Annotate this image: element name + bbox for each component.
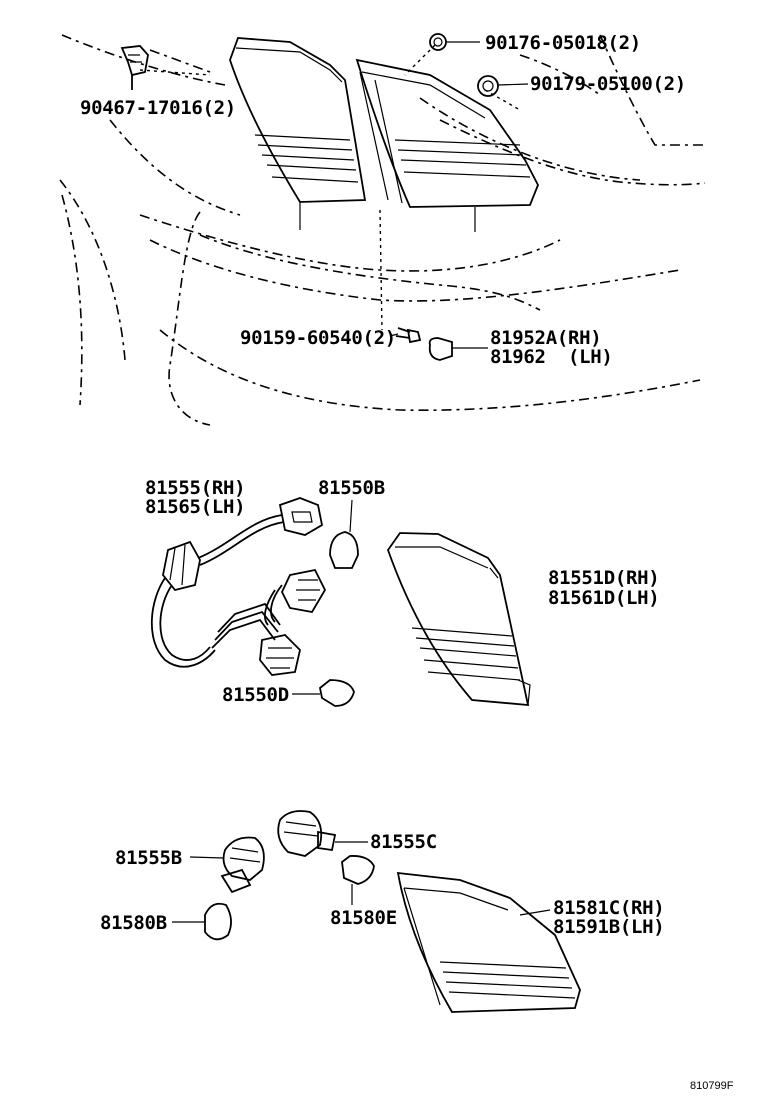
socket-81555c — [277, 810, 368, 857]
label-81555b: 81555B — [115, 847, 182, 869]
clip-90467 — [120, 45, 149, 90]
grommet-90179 — [477, 75, 529, 97]
label-90467-17016: 90467-17016(2) — [80, 97, 236, 119]
label-81581c: 81581C(RH) — [553, 897, 665, 919]
label-81555c: 81555C — [370, 831, 437, 853]
lamp-81551d — [386, 532, 531, 707]
vehicle-body-outline — [59, 34, 706, 426]
label-81551d: 81551D(RH) — [548, 567, 660, 589]
label-81565: 81565(LH) — [145, 496, 246, 518]
label-90176-05018: 90176-05018(2) — [485, 32, 641, 54]
label-81555: 81555(RH) — [145, 477, 246, 499]
label-81561d: 81561D(LH) — [548, 587, 660, 609]
label-81580b: 81580B — [100, 912, 167, 934]
label-81591b: 81591B(LH) — [553, 916, 665, 938]
lamp-81581c — [396, 871, 581, 1013]
label-90179-05100: 90179-05100(2) — [530, 73, 686, 95]
bulb-81580b — [172, 902, 232, 941]
socket-81555b — [189, 836, 265, 894]
bulb-81550b — [329, 499, 359, 569]
label-81962: 81962 (LH) — [490, 346, 613, 368]
top-rear-lamp-outer — [229, 37, 367, 230]
top-rear-lamp-inner — [355, 58, 539, 232]
cap-81952 — [428, 337, 488, 361]
label-81580e: 81580E — [330, 907, 397, 929]
socket-wire-81555 — [150, 497, 327, 676]
bulb-81580e — [341, 855, 375, 905]
label-81550b: 81550B — [318, 477, 385, 499]
label-81550d: 81550D — [222, 684, 289, 706]
screw-90159 — [389, 327, 422, 344]
figure-code: 810799F — [690, 1080, 734, 1092]
label-90159-60540: 90159-60540(2) — [240, 327, 396, 349]
bulb-81550d — [292, 679, 355, 707]
nut-90176 — [429, 33, 480, 51]
label-81952a: 81952A(RH) — [490, 327, 602, 349]
